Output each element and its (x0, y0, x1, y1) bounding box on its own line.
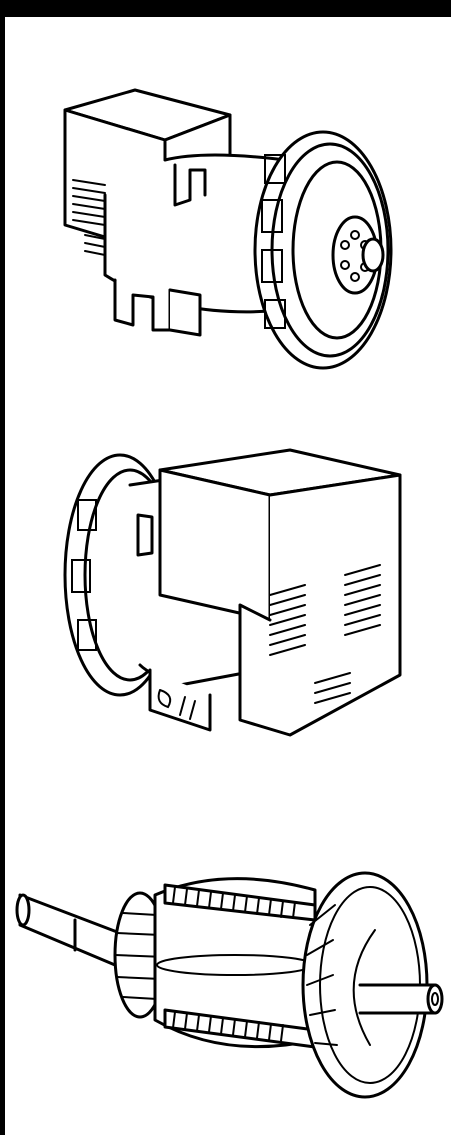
page-top-border (0, 0, 451, 17)
alternator-front-view-icon (55, 85, 400, 375)
rotor-assembly-icon (15, 835, 445, 1105)
page-left-border (0, 0, 5, 1135)
alternator-rear-view-icon (60, 445, 405, 745)
